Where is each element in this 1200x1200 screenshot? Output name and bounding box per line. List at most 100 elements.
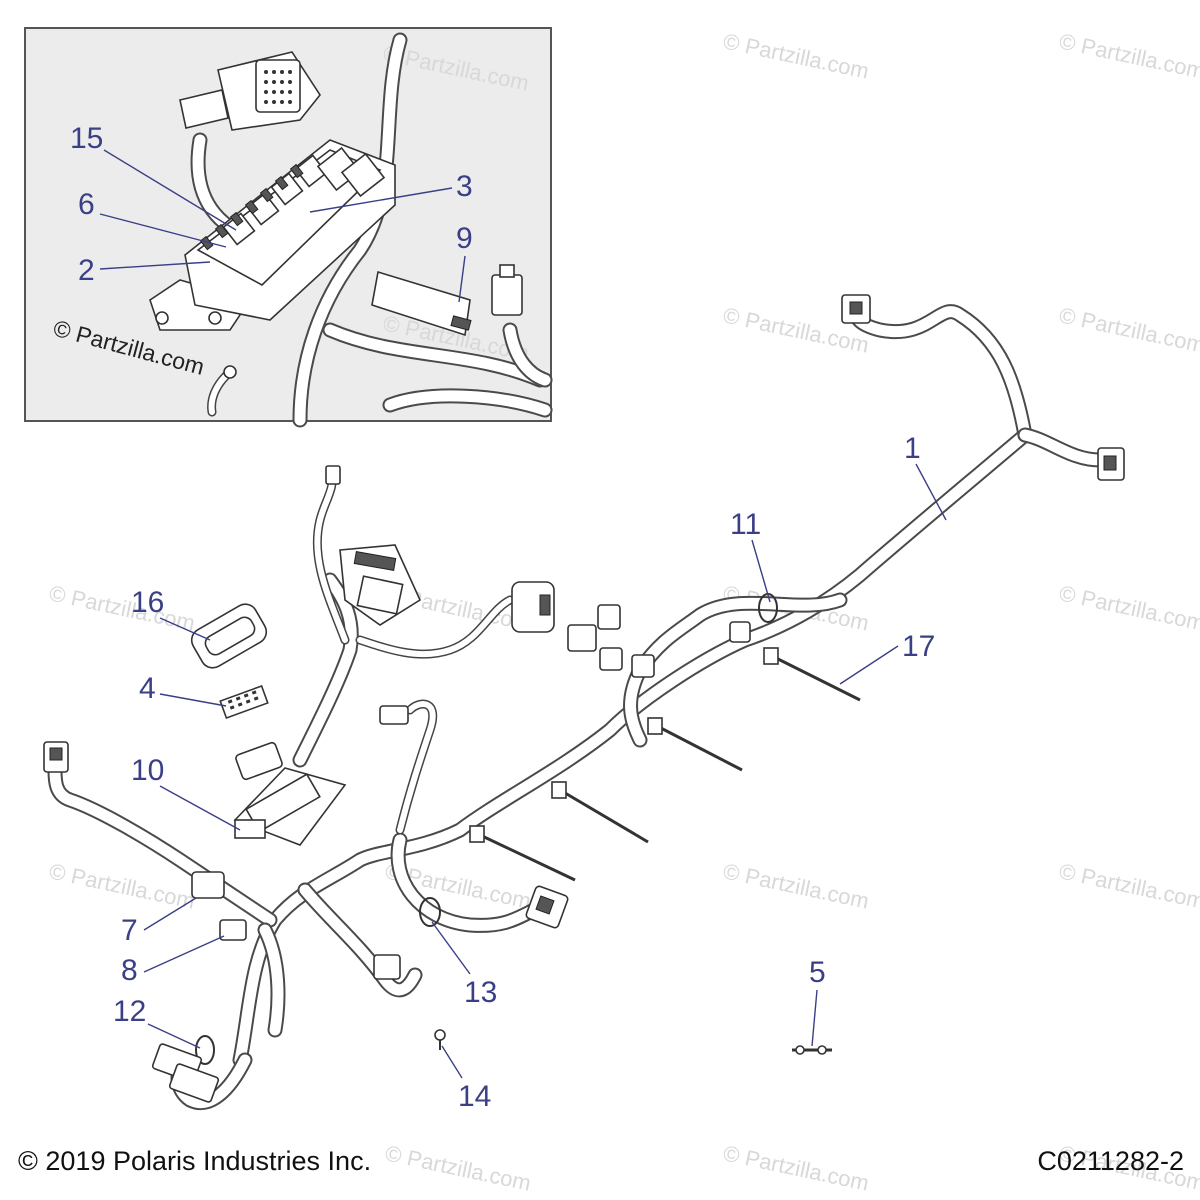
callout-7: 7: [121, 897, 197, 947]
watermark: © Partzilla.com: [1057, 28, 1200, 83]
callout-label: 16: [131, 586, 164, 619]
callout-label: 3: [456, 170, 473, 203]
callout-label: 13: [464, 976, 497, 1009]
ecu-module: [339, 544, 422, 626]
callout-11: 11: [730, 508, 771, 603]
inset-ecu-connector: [179, 51, 321, 131]
callout-13: 13: [431, 921, 497, 1009]
inset-callout-2: 2: [78, 254, 211, 287]
callout-12: 12: [113, 995, 201, 1049]
leader-line: [147, 1023, 201, 1049]
watermark: © Partzilla.com: [47, 858, 197, 913]
inset-relay-row: [222, 146, 386, 246]
callout-label: 5: [809, 956, 826, 989]
callout-label: 10: [131, 754, 164, 787]
cable-tie: [419, 897, 441, 927]
callout-label: 9: [456, 222, 473, 255]
harness-retainer-rod: [559, 788, 649, 844]
callout-label: 15: [70, 122, 103, 155]
callout-label: 8: [121, 954, 138, 987]
callout-label: 1: [904, 432, 921, 465]
connector-8: [219, 919, 247, 941]
leader-line: [811, 989, 818, 1047]
copyright-notice: © 2019 Polaris Industries Inc.: [18, 1146, 372, 1176]
harness-retainer-rod: [769, 653, 861, 702]
inset-fuse-row: [199, 163, 304, 251]
harness-clip: [469, 825, 485, 843]
cable-tie: [195, 1035, 215, 1065]
leader-line: [839, 645, 899, 685]
callout-16: 16: [131, 586, 211, 641]
connector-7: [191, 871, 225, 899]
callout-label: 12: [113, 995, 146, 1028]
watermark: © Partzilla.com: [47, 580, 197, 635]
leader-line: [143, 897, 197, 931]
callout-4: 4: [139, 672, 227, 707]
watermark: © Partzilla.com: [721, 858, 871, 913]
sensor-round-connector: [511, 581, 555, 633]
harness-clip: [551, 781, 567, 799]
callout-label: 6: [78, 188, 95, 221]
watermark: © Partzilla.com: [721, 1140, 871, 1195]
leader-line: [99, 213, 227, 248]
leader-line: [441, 1045, 463, 1079]
rear-connector-top: [841, 294, 871, 324]
connector-cluster-mid: [567, 604, 655, 678]
inset-side-connector: [491, 264, 523, 316]
leader-line: [458, 255, 466, 303]
harness-retainer-rod: [654, 723, 743, 772]
leader-line: [431, 921, 471, 975]
leader-line: [751, 539, 771, 603]
harness-clip: [763, 647, 779, 665]
ecu-connector-upper: [325, 465, 341, 485]
watermark: © Partzilla.com: [1057, 302, 1200, 357]
leader-line: [309, 187, 453, 213]
watermark: © Partzilla.com: [1057, 580, 1200, 635]
inset-callout-6: 6: [78, 188, 227, 248]
connector-upper-left: [43, 741, 69, 773]
drawing-code: C0211282-2: [1037, 1146, 1184, 1176]
leader-line: [103, 149, 237, 231]
strap-5: [792, 1045, 832, 1055]
connector-13-branch-end: [525, 885, 569, 929]
watermark: © Partzilla.com: [383, 1140, 533, 1195]
leader-line: [159, 693, 227, 707]
callout-label: 14: [458, 1080, 491, 1113]
detail-inset: © Partzilla.com © Partzilla.com: [24, 27, 553, 428]
harness-clip: [647, 717, 663, 735]
connector-near-mid-trunk: [729, 621, 751, 643]
inset-fuse-box: [149, 139, 396, 331]
fuse-box-cover-16: [190, 603, 268, 669]
callout-14: 14: [441, 1045, 491, 1113]
inset-ground-eyelet: [223, 365, 237, 379]
watermark: © Partzilla.com: [721, 28, 871, 83]
callout-5: 5: [809, 956, 826, 1047]
harness-retainer-rod: [479, 833, 576, 882]
connector-lower-right-loop: [373, 954, 401, 980]
leader-line: [159, 785, 241, 831]
inset-callout-3: 3: [309, 170, 473, 213]
fuse-box-assembly: [233, 767, 347, 846]
callout-17: 17: [839, 630, 935, 685]
leader-line: [99, 261, 211, 270]
leader-line: [159, 617, 211, 641]
fuse-label-4: [219, 684, 269, 720]
leader-line: [915, 463, 947, 521]
watermark: © Partzilla.com: [1057, 858, 1200, 913]
connector-lower-left: [151, 1043, 220, 1103]
callout-10: 10: [131, 754, 241, 831]
leader-line: [143, 935, 225, 973]
push-rivet-14: [434, 1029, 446, 1050]
inset-callout-15: 15: [70, 122, 237, 231]
relay-connector-small: [235, 741, 283, 781]
inset-callout-9: 9: [456, 222, 473, 303]
callout-label: 17: [902, 630, 935, 663]
inset-connector-9: [371, 270, 472, 337]
callout-label: 7: [121, 914, 138, 947]
main-harness-assembly: [43, 294, 1125, 1111]
callout-label: 11: [730, 508, 761, 541]
connector-upper-mid: [379, 705, 409, 725]
rear-connector-right: [1097, 447, 1125, 481]
callout-label: 2: [78, 254, 95, 287]
